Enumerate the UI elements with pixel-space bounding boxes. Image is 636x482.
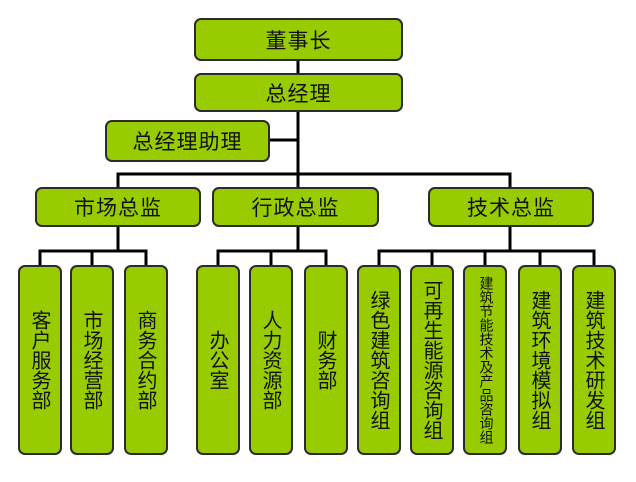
assistant-label: 总经理助理	[132, 130, 243, 154]
dept-finance-label: 财务部	[314, 330, 338, 390]
dept-market-operations: 市场经营部	[70, 265, 114, 455]
assistant-box: 总经理助理	[105, 120, 270, 162]
administration-director-label: 行政总监	[251, 196, 340, 220]
dept-human-resources-label: 人力资源部	[259, 310, 283, 410]
technology-director-label: 技术总监	[467, 196, 555, 220]
dept-customer-service: 客户服务部	[18, 265, 62, 455]
dept-office-label: 办公室	[206, 330, 230, 390]
dept-renewable-energy-label: 可再生能源咨询组	[420, 280, 444, 440]
dept-renewable-energy: 可再生能源咨询组	[410, 265, 454, 455]
chairman-label: 董事长	[265, 28, 332, 53]
dept-customer-service-label: 客户服务部	[28, 310, 52, 410]
dept-building-environment-label: 建筑环境模拟组	[528, 290, 552, 430]
dept-finance: 财务部	[304, 265, 348, 455]
dept-business-contracts: 商务合约部	[124, 265, 168, 455]
dept-technology-research-label: 建筑技术研发组	[582, 290, 606, 430]
dept-business-contracts-label: 商务合约部	[134, 310, 158, 410]
chairman-box: 董事长	[194, 18, 403, 61]
dept-office: 办公室	[196, 265, 240, 455]
dept-building-environment: 建筑环境模拟组	[518, 265, 562, 455]
dept-energy-saving-products-label: 建筑节能技术及产品咨询组	[477, 276, 494, 444]
technology-director-box: 技术总监	[428, 187, 594, 227]
dept-technology-research: 建筑技术研发组	[572, 265, 616, 455]
marketing-director-label: 市场总监	[74, 196, 162, 220]
marketing-director-box: 市场总监	[35, 187, 201, 227]
administration-director-box: 行政总监	[212, 187, 379, 227]
dept-green-building: 绿色建筑咨询组	[357, 265, 401, 455]
general-manager-box: 总经理	[194, 73, 403, 112]
dept-energy-saving-products: 建筑节能技术及产品咨询组	[463, 265, 507, 455]
dept-human-resources: 人力资源部	[249, 265, 293, 455]
dept-market-operations-label: 市场经营部	[80, 310, 104, 410]
dept-green-building-label: 绿色建筑咨询组	[367, 290, 391, 430]
general-manager-label: 总经理	[265, 81, 332, 106]
